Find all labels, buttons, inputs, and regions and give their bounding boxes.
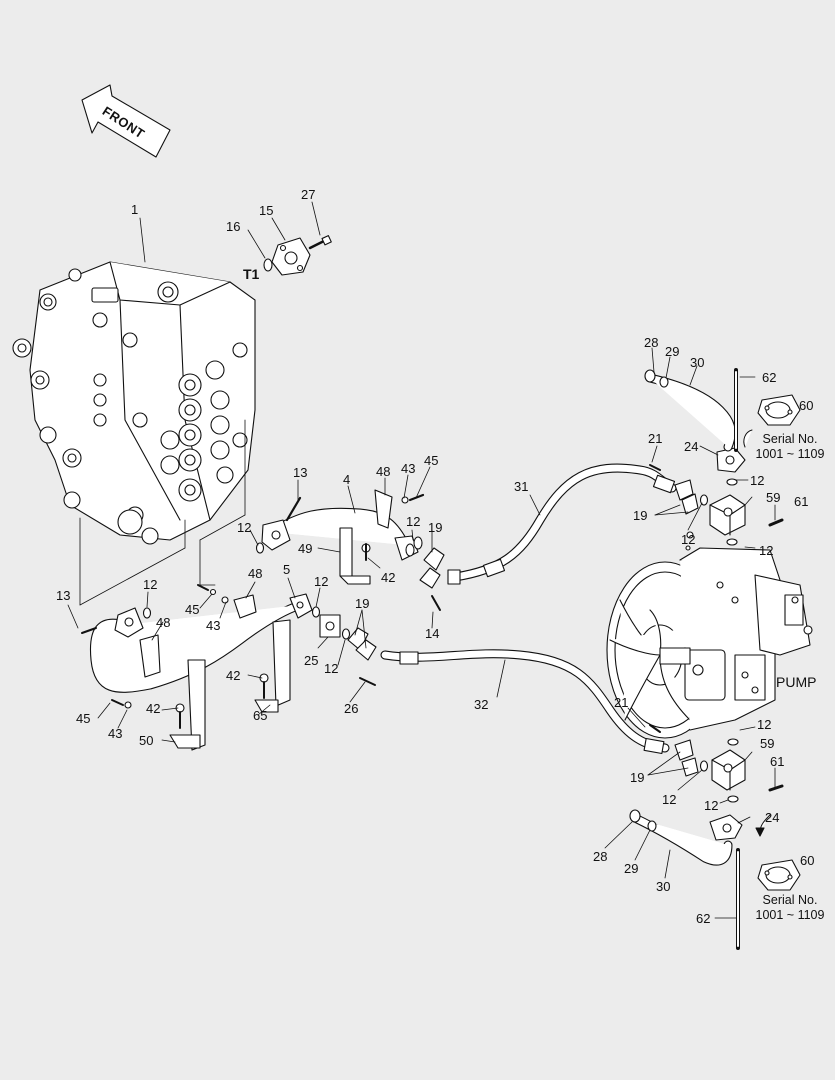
callout-32: 32 [474, 697, 489, 712]
callout-43: 43 [206, 618, 221, 633]
callout-62: 62 [762, 370, 777, 385]
serial-range: 1001 ~ 1109 [755, 447, 825, 461]
callout-24: 24 [765, 810, 780, 825]
callout-30: 30 [656, 879, 671, 894]
serial-label: Serial No. [762, 432, 818, 446]
callout-43: 43 [401, 461, 416, 476]
upper-fitting-leaders [651, 347, 776, 549]
callout-59: 59 [760, 736, 775, 751]
callout-4: 4 [343, 472, 351, 487]
callout-21: 21 [614, 695, 629, 710]
callout-28: 28 [644, 335, 659, 350]
callout-62: 62 [696, 911, 711, 926]
callout-12: 12 [750, 473, 765, 488]
callout-13: 13 [56, 588, 71, 603]
callout-65: 65 [253, 708, 268, 723]
callout-42: 42 [226, 668, 241, 683]
pipe-4-leaders [249, 466, 434, 629]
callout-43: 43 [108, 726, 123, 741]
callout-25: 25 [304, 653, 319, 668]
callout-12: 12 [237, 520, 252, 535]
lower-fitting-leaders [604, 707, 776, 919]
callout-5: 5 [283, 562, 291, 577]
callout-45: 45 [185, 602, 200, 617]
callout-12: 12 [314, 574, 329, 589]
pipe-4 [255, 489, 445, 611]
pump [606, 531, 813, 739]
callout-27: 27 [301, 187, 316, 202]
callout-12: 12 [406, 514, 421, 529]
flange-15 [247, 201, 332, 276]
callout-19: 19 [355, 596, 370, 611]
port-label-t1: T1 [243, 266, 260, 282]
serial-note-lower: Serial No. 1001 ~ 1109 [750, 893, 830, 923]
callout-42: 42 [381, 570, 396, 585]
callout-12: 12 [681, 532, 696, 547]
lower-pump-fittings [629, 724, 801, 950]
callout-12: 12 [662, 792, 677, 807]
serial-label: Serial No. [762, 893, 818, 907]
callout-12: 12 [704, 798, 719, 813]
pipe-5 [81, 584, 377, 751]
callout-12: 12 [759, 543, 774, 558]
pump-label: PUMP [776, 674, 817, 690]
callout-13: 13 [293, 465, 308, 480]
callout-29: 29 [624, 861, 639, 876]
callout-45: 45 [424, 453, 439, 468]
valve-leaders [79, 217, 246, 606]
callout-48: 48 [156, 615, 171, 630]
callout-16: 16 [226, 219, 241, 234]
callout-31: 31 [514, 479, 529, 494]
callout-15: 15 [259, 203, 274, 218]
callout-45: 45 [76, 711, 91, 726]
callout-49: 49 [298, 541, 313, 556]
callout-30: 30 [690, 355, 705, 370]
pipe-5-leaders [67, 577, 367, 743]
serial-range: 1001 ~ 1109 [755, 908, 825, 922]
main-control-valve [12, 261, 256, 545]
callout-42: 42 [146, 701, 161, 716]
hose-31 [447, 463, 677, 585]
upper-pump-fittings [644, 368, 801, 546]
serial-note-upper: Serial No. 1001 ~ 1109 [750, 432, 830, 462]
callout-21: 21 [648, 431, 663, 446]
front-arrow [81, 84, 171, 158]
callout-61: 61 [794, 494, 809, 509]
callout-12: 12 [143, 577, 158, 592]
callout-26: 26 [344, 701, 359, 716]
callout-19: 19 [630, 770, 645, 785]
callout-48: 48 [376, 464, 391, 479]
callout-12: 12 [324, 661, 339, 676]
callout-24: 24 [684, 439, 699, 454]
callout-29: 29 [665, 344, 680, 359]
callout-61: 61 [770, 754, 785, 769]
callout-60: 60 [800, 853, 815, 868]
callout-59: 59 [766, 490, 781, 505]
callout-60: 60 [799, 398, 814, 413]
hose-32 [380, 649, 670, 755]
callout-19: 19 [428, 520, 443, 535]
callout-14: 14 [425, 626, 440, 641]
callout-12: 12 [757, 717, 772, 732]
callout-28: 28 [593, 849, 608, 864]
callout-50: 50 [139, 733, 154, 748]
callout-48: 48 [248, 566, 263, 581]
callout-1: 1 [131, 202, 139, 217]
callout-19: 19 [633, 508, 648, 523]
